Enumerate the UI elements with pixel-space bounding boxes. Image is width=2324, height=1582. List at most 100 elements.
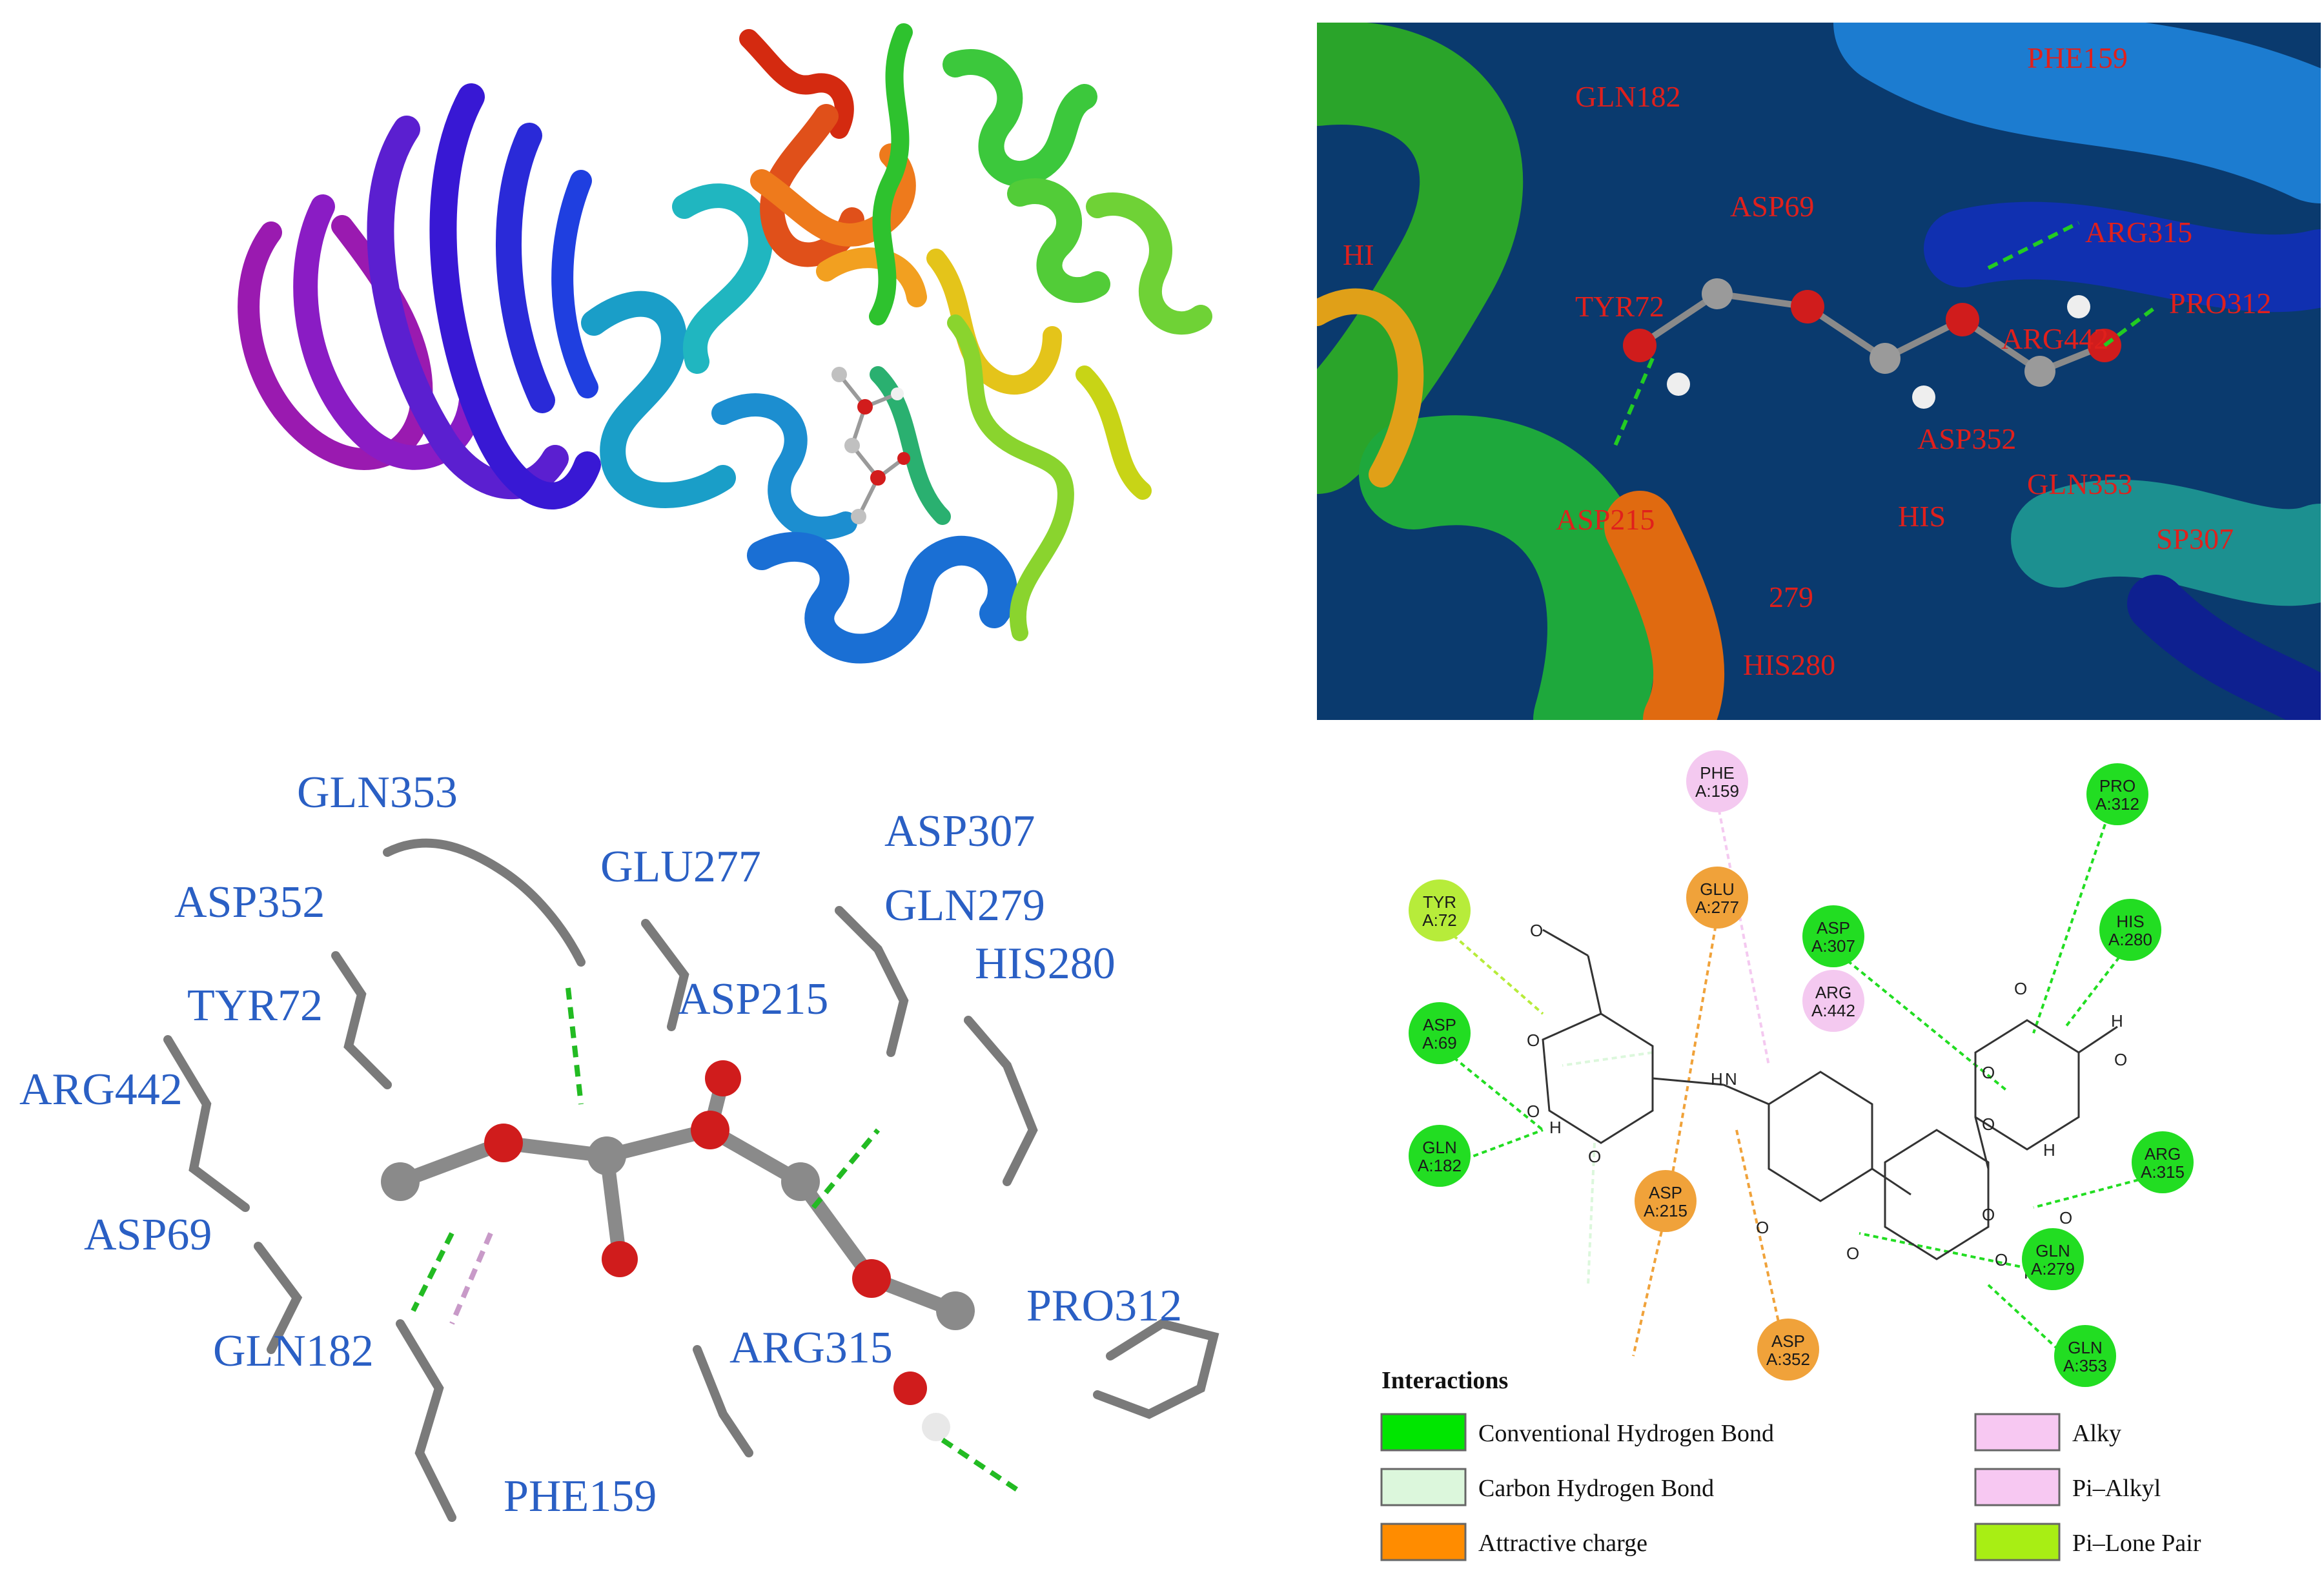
residue-name: ASP: [1649, 1183, 1682, 1202]
legend-item: Pi–Lone Pair: [1974, 1523, 2201, 1561]
residue-disc: [1757, 1319, 1819, 1381]
label-tyr72: TYR72: [1575, 290, 1664, 323]
residue-disc: [1635, 1170, 1697, 1232]
atom-o-7: O: [1982, 1063, 1995, 1082]
label-glu277: GLU277: [600, 842, 761, 892]
legend-label: Carbon Hydrogen Bond: [1478, 1475, 1714, 1502]
interaction-2d-panel: O O O H O H N O O O O O O H O O H O H PH…: [1330, 743, 2324, 1576]
label-asp215: ASP215: [1556, 503, 1655, 536]
atom-o-5: O: [1756, 1218, 1769, 1237]
label-gln353: GLN353: [2027, 467, 2133, 500]
label-asp69: ASP69: [1730, 190, 1814, 223]
residue-number: A:280: [2108, 930, 2152, 949]
legend-item: Pi–Alkyl: [1974, 1468, 2161, 1506]
residue-name: HIS: [2116, 912, 2144, 931]
ligand-ball-and-stick: [831, 367, 910, 524]
atom-h-5: H: [2111, 1011, 2123, 1031]
label-hi: HI: [1343, 238, 1374, 271]
label-sp307: SP307: [2156, 522, 2234, 555]
legend-swatch: [1380, 1468, 1467, 1506]
legend-item: Conventional Hydrogen Bond: [1380, 1413, 1774, 1452]
residue-disc: [1686, 867, 1748, 929]
interaction-legend: Interactions Conventional Hydrogen BondC…: [1380, 1367, 2201, 1561]
legend-label: Conventional Hydrogen Bond: [1478, 1420, 1774, 1447]
legend-title: Interactions: [1381, 1367, 1508, 1394]
residue-disc: [2086, 763, 2148, 825]
binding-pocket-image: PHE159 GLN182 ASP69 HI ARG315 TYR72 PRO3…: [1317, 23, 2321, 720]
label-asp352: ASP352: [1917, 422, 2016, 455]
atom-o-6: O: [1846, 1244, 1859, 1263]
residue-disc: [2022, 1228, 2084, 1290]
residue-number: A:159: [1695, 781, 1739, 801]
atom-o-2: O: [1527, 1031, 1540, 1050]
atom-o-10: O: [1995, 1250, 2008, 1269]
residue-disc: [1409, 1125, 1471, 1187]
label-phe159: PHE159: [2027, 41, 2128, 74]
residue-name: GLU: [1700, 879, 1734, 899]
stick-interaction-image: GLN353 GLU277 ASP307 ASP352 GLN279 HIS28…: [19, 768, 1219, 1522]
residue-disc: [2132, 1131, 2194, 1193]
residue-disc: [1409, 879, 1471, 941]
label-gln279: GLN279: [884, 881, 1045, 930]
residue-name: ARG: [2145, 1144, 2181, 1164]
residue-number: A:353: [2063, 1356, 2107, 1375]
residue-number: A:182: [1418, 1156, 1462, 1175]
atom-o-8: O: [1982, 1115, 1995, 1134]
stick-interaction-panel: GLN353 GLU277 ASP307 ASP352 GLN279 HIS28…: [0, 743, 1259, 1576]
legend-item: Alky: [1974, 1413, 2121, 1452]
residue-number: A:279: [2031, 1259, 2075, 1279]
label-arg442: ARG442: [19, 1065, 183, 1115]
label-asp69: ASP69: [84, 1210, 212, 1260]
label-gln182: GLN182: [213, 1326, 374, 1376]
atom-o-11: O: [2059, 1208, 2072, 1228]
atom-h-1: H: [1549, 1118, 1562, 1137]
label-tyr72: TYR72: [187, 981, 323, 1031]
label-arg442: ARG442: [2001, 322, 2108, 355]
legend-swatch: [1974, 1468, 2061, 1506]
residue-number: A:72: [1422, 910, 1457, 930]
legend-item: Attractive charge: [1380, 1523, 1647, 1561]
legend-swatch: [1974, 1523, 2061, 1561]
residue-name: GLN: [2035, 1241, 2070, 1260]
label-pro312: PRO312: [2169, 287, 2271, 320]
atom-o-4: O: [1588, 1147, 1601, 1166]
atom-o-3: O: [1527, 1102, 1540, 1121]
label-his: HIS: [1898, 500, 1946, 533]
legend-swatch: [1380, 1523, 1467, 1561]
atom-o-1: O: [1530, 921, 1543, 940]
legend-label: Attractive charge: [1478, 1530, 1647, 1557]
residue-disc: [1802, 905, 1864, 967]
legend-label: Pi–Alkyl: [2072, 1475, 2161, 1502]
residue-disc: [2054, 1325, 2116, 1387]
label-gln182: GLN182: [1575, 80, 1681, 113]
residue-name: ARG: [1815, 983, 1851, 1002]
label-asp307: ASP307: [884, 806, 1035, 856]
label-279: 279: [1769, 580, 1813, 613]
label-arg315: ARG315: [729, 1323, 893, 1373]
residue-disc: [1686, 750, 1748, 812]
residue-number: A:315: [2141, 1162, 2185, 1182]
residue-name: PHE: [1700, 763, 1734, 783]
legend-item: Carbon Hydrogen Bond: [1380, 1468, 1714, 1506]
residue-number: A:215: [1644, 1201, 1687, 1220]
label-arg315: ARG315: [2085, 216, 2192, 249]
label-gln353: GLN353: [297, 768, 458, 817]
label-phe159: PHE159: [504, 1472, 657, 1521]
residue-disc: [1409, 1002, 1471, 1064]
atom-o-13: O: [2014, 979, 2027, 998]
atom-n-1: N: [1725, 1069, 1737, 1089]
label-his280: HIS280: [975, 939, 1116, 989]
residue-name: GLN: [1422, 1138, 1456, 1157]
